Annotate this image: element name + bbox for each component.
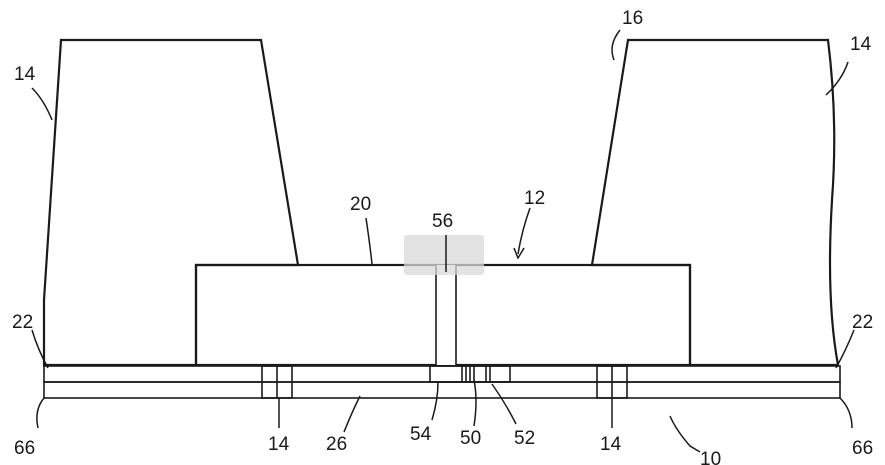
label-channel: 56: [432, 211, 453, 232]
label-assembly: 10: [700, 449, 721, 465]
label-post-left: 14: [268, 434, 290, 455]
leader-lines: [31, 29, 855, 453]
gap-and-electrodes: [429, 365, 511, 383]
seal-layer: [43, 365, 841, 383]
housing-left: [42, 38, 300, 367]
label-housing-left: 14: [14, 64, 36, 85]
substrate-layer: [43, 381, 841, 399]
label-opening: 16: [622, 8, 643, 29]
label-cap-layer: 20: [350, 194, 371, 215]
label-electrode-a: 50: [460, 428, 481, 449]
highlight-box: [404, 235, 484, 275]
edge-left: [36, 397, 45, 429]
label-gap: 54: [410, 424, 432, 445]
post-left: [261, 365, 293, 399]
edge-right: [839, 397, 853, 429]
housing-right: [590, 38, 840, 367]
label-post-right: 14: [600, 434, 622, 455]
label-edge-right: 66: [852, 438, 873, 459]
label-seal-right: 22: [852, 312, 873, 333]
label-electrode-b: 52: [514, 428, 535, 449]
cap-layer: [194, 263, 692, 367]
label-housing-right: 14: [850, 34, 872, 55]
label-substrate: 26: [326, 434, 347, 455]
label-seal-left: 22: [12, 312, 33, 333]
label-device: 12: [524, 188, 545, 209]
label-edge-left: 66: [14, 438, 35, 459]
